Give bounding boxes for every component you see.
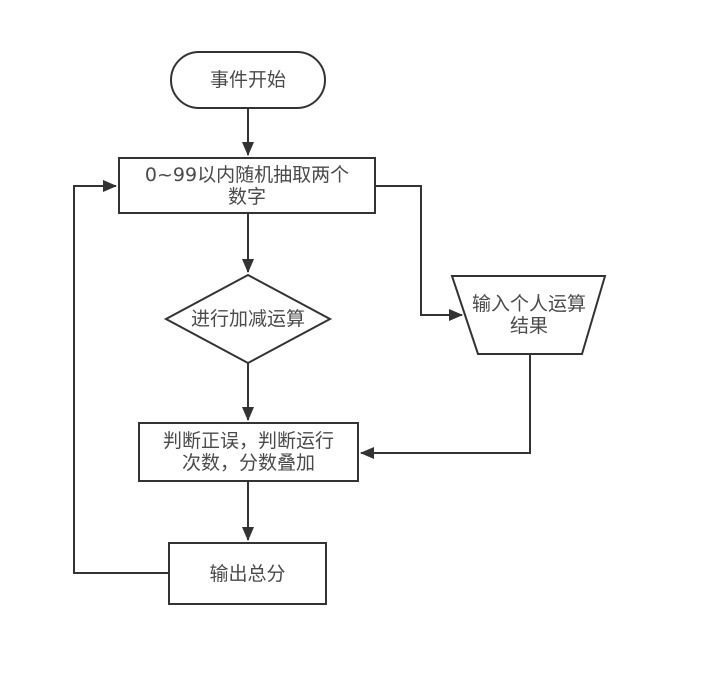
node-input-shape <box>450 275 607 355</box>
edge-random-input <box>375 185 463 321</box>
node-calc-shape <box>163 273 333 365</box>
node-random-shape <box>118 157 376 214</box>
edge-output-random <box>73 180 169 574</box>
node-start-shape <box>170 51 326 109</box>
edge-input-judge <box>360 354 531 459</box>
node-judge-shape <box>138 422 359 482</box>
node-output-shape <box>168 542 327 605</box>
